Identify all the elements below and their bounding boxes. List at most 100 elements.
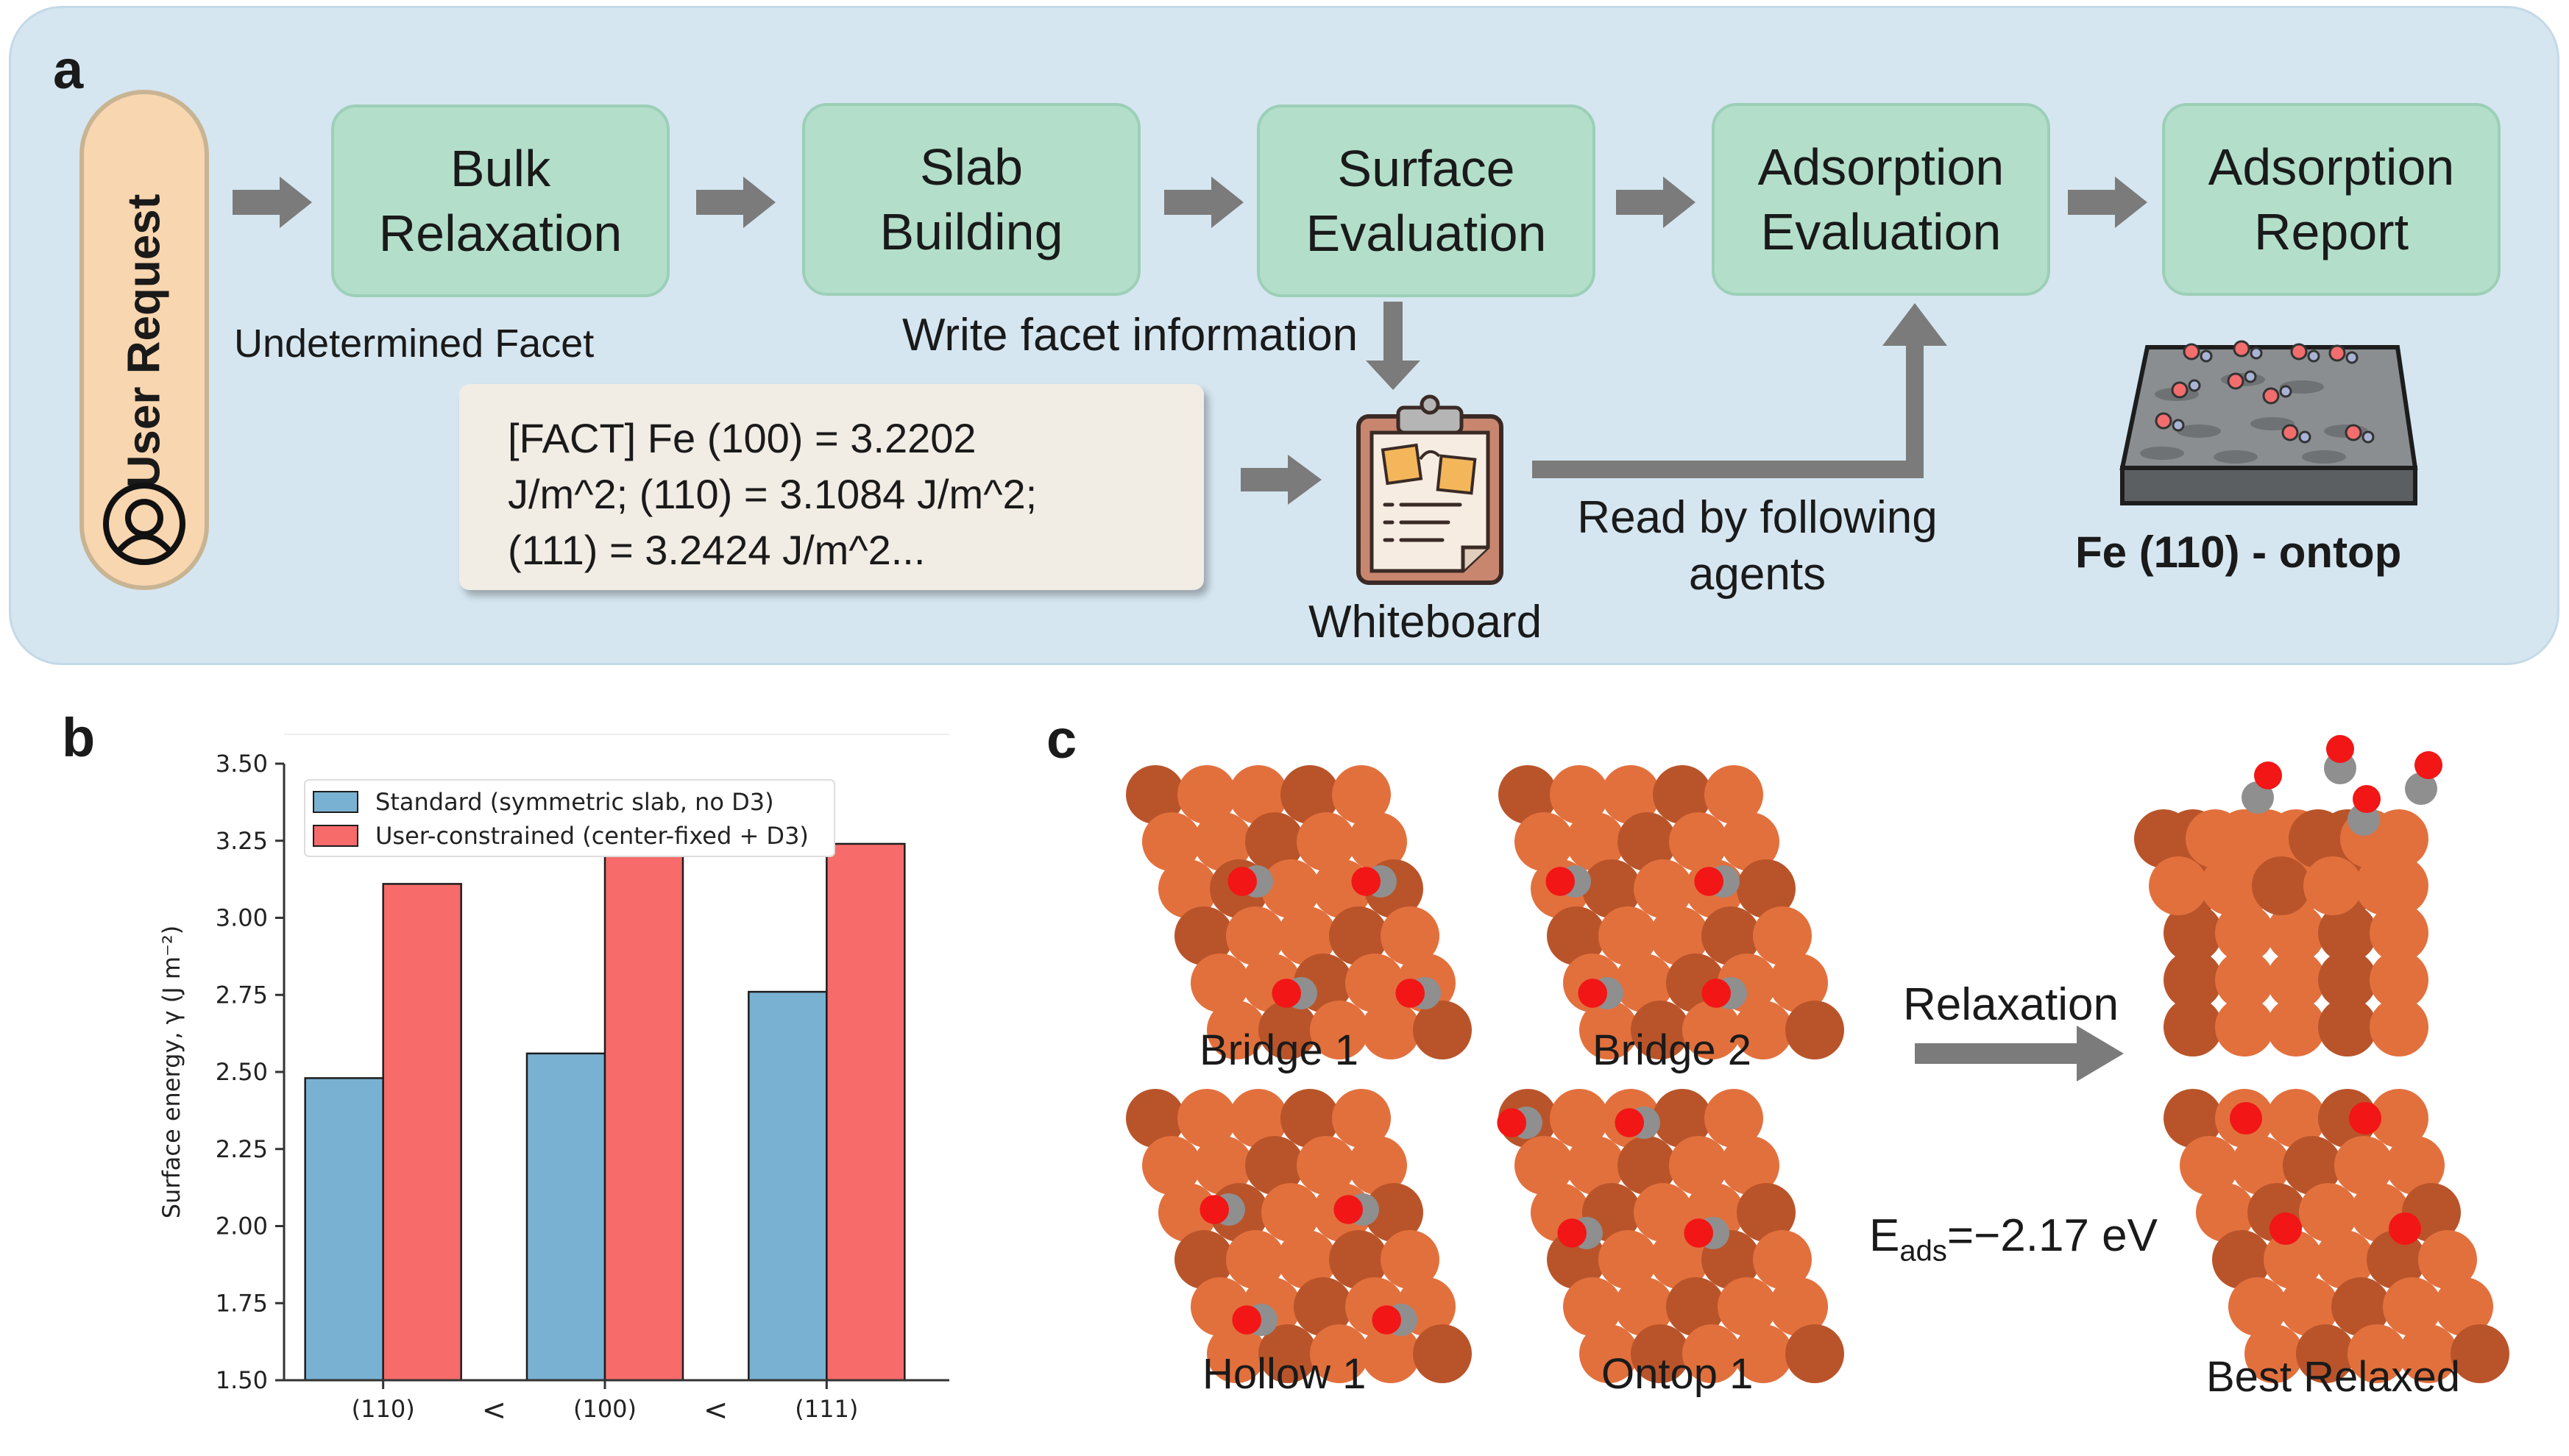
y-tick-label: 1.50 [216,1366,268,1394]
fe-atom [2347,1324,2406,1383]
fe-atom [1579,1324,1638,1383]
fe-atom [1158,859,1217,918]
fe-atom [2296,1324,2355,1383]
fe-atom [2237,809,2296,868]
fe-atom [1734,1324,1793,1383]
fe-atom [1177,1089,1236,1148]
fe-atom [1229,1089,1288,1148]
fe-atom [1294,1277,1353,1336]
y-axis: 1.501.752.002.252.502.753.003.253.50 [216,734,949,1394]
fe-atom [1364,1183,1423,1242]
fe-atom [1721,812,1779,871]
fe-atom [1704,765,1763,824]
fe-atom [2215,903,2274,962]
oxygen-atom [1272,979,1301,1008]
fe-atom [2267,1089,2325,1148]
fe-atom [1332,1089,1391,1148]
y-tick-label: 3.50 [216,750,268,778]
bar-standard-0 [304,1077,384,1382]
legend: Standard (symmetric slab, no D3)User-con… [304,779,835,857]
fe-atom [1126,765,1185,824]
fe-atom [1682,1001,1741,1059]
fe-atom [1682,1324,1741,1383]
oxygen-atom [1557,1218,1587,1248]
oxygen-atom [1395,979,1425,1008]
fe-atom [1701,906,1760,965]
oxygen-atom [1684,1218,1713,1248]
fe-atom [2386,1136,2445,1195]
structure-best-relaxed-side [2134,735,2442,1057]
fe-atom [2164,903,2222,962]
fe-atom [1158,1183,1217,1242]
y-tick-label: 2.50 [216,1058,268,1086]
bar-standard-1 [525,1052,606,1382]
fe-atom [1514,1136,1573,1195]
oxygen-atom [1200,1195,1229,1224]
oxygen-atom [2326,735,2354,763]
fe-atom [1579,1001,1638,1059]
carbon-atom [2405,773,2437,805]
bar-user-constrained-1 [603,849,684,1382]
fe-atom [1785,1001,1844,1059]
fe-atom [1226,1230,1285,1289]
label-bridge-2: Bridge 2 [1592,1026,1752,1074]
fe-atom [1734,1001,1793,1059]
fe-atom [1563,1277,1622,1336]
fe-atom [2383,1277,2442,1336]
bar-standard-2 [748,990,828,1382]
fe-atom [1310,1324,1369,1383]
oxygen-atom [2254,761,2282,789]
fe-atom [1653,765,1712,824]
fe-atom [1207,1324,1266,1383]
relaxation-arrow [1915,1026,2124,1082]
fe-atom [1142,812,1201,871]
report-title: Fe (110) - ontop [2075,528,2402,577]
arrow-up-adsorption [1532,303,1947,478]
x-axis: (110)(100)(111)<< [284,1379,949,1427]
carbon-atom [2242,781,2274,814]
fe-atom [1785,1324,1844,1383]
user-request-pill: User Request [79,90,209,590]
oxygen-atom [2269,1212,2302,1245]
fe-atom [1174,906,1233,965]
fe-atom [2334,1136,2393,1195]
fact-box: [FACT] Fe (100) = 3.2202 J/m^2; (110) = … [459,384,1204,590]
fe-atom [2134,809,2193,868]
y-tick-label: 2.25 [216,1135,268,1163]
fe-atom [2318,998,2377,1057]
fe-atom [1345,953,1404,1012]
y-axis-title: Surface energy, γ (J m⁻²) [157,926,185,1219]
fe-atom [1381,906,1439,965]
fe-atom [1737,859,1796,918]
fact-line-1: [FACT] Fe (100) = 3.2202 [508,415,977,461]
fe-atom [1666,1277,1725,1336]
arrow-down-whiteboard [1366,302,1420,390]
fe-atom [1634,1183,1693,1242]
label-ontop-1: Ontop 1 [1601,1350,1754,1398]
oxygen-atom [1351,867,1381,896]
oxygen-atom [2389,1212,2421,1245]
arrow-fact-to-whiteboard [1241,455,1322,505]
fe-atom [1297,1136,1356,1195]
fe-atom [2367,1230,2426,1289]
fe-atom [2267,903,2325,962]
fe-atom [2196,1183,2255,1242]
fe-atom [2244,1324,2303,1383]
fe-atom [1177,765,1236,824]
fe-atom [1753,906,1812,965]
fe-atom [2289,809,2347,868]
fe-atom [2264,1230,2322,1289]
fe-atom [2267,998,2325,1057]
bar-user-constrained-2 [826,842,906,1382]
y-tick-label: 1.75 [216,1289,268,1317]
fe-atom [1278,1230,1336,1289]
fe-atom [2149,856,2208,915]
legend-swatch-0 [313,791,358,813]
fe-atom [1245,1136,1304,1195]
fe-atom [2283,1136,2342,1195]
fe-atom [1615,1277,1673,1336]
